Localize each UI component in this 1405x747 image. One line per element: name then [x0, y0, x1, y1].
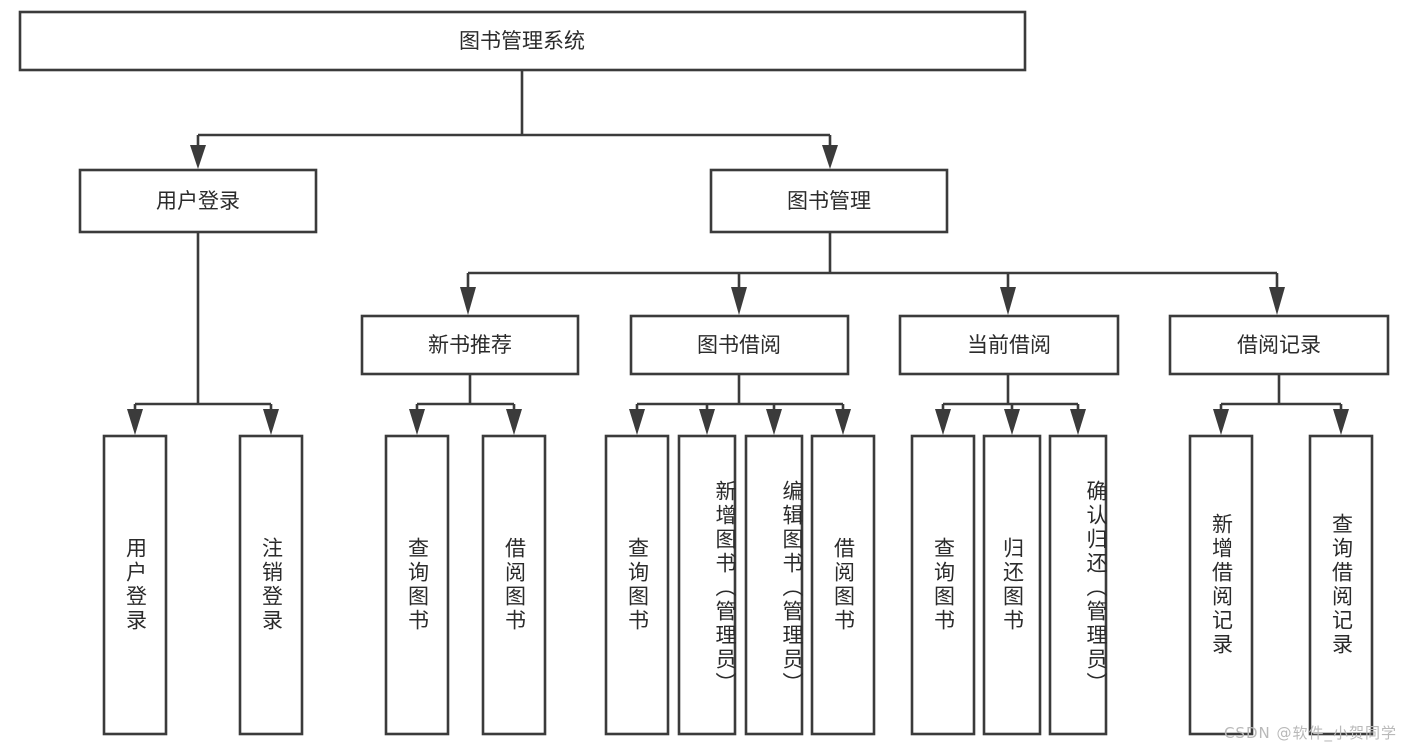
leaf-user-logout-box[interactable]	[238, 434, 304, 736]
node-borrow-record[interactable]: 借阅记录	[1168, 314, 1390, 376]
node-current-borrow-label: 当前借阅	[967, 333, 1051, 357]
leaf-cur-query-book-box[interactable]	[910, 434, 976, 736]
arrow-head-leaf-cur-confirm-return	[1070, 409, 1086, 435]
node-user-login[interactable]: 用户登录	[78, 168, 318, 234]
connector-group-new-book-rec	[409, 374, 522, 435]
connector-group-user-login	[127, 232, 279, 435]
node-book-manage-label: 图书管理	[787, 189, 871, 213]
arrow-head-leaf-user-logout	[263, 409, 279, 435]
arrow-head-leaf-rec-query-record	[1333, 409, 1349, 435]
leaf-rec-add-record-box[interactable]	[1188, 434, 1254, 736]
connector-group-current-borrow	[935, 374, 1086, 435]
leaf-borrow-lend-book-box[interactable]	[810, 434, 876, 736]
node-root-box[interactable]	[18, 10, 1027, 72]
node-current-borrow[interactable]: 当前借阅	[898, 314, 1120, 376]
arrow-head-leaf-rec-query-book	[409, 409, 425, 435]
leaf-cur-return-book-box[interactable]	[982, 434, 1042, 736]
leaf-borrow-edit-book-box[interactable]	[744, 434, 804, 736]
leaf-rec-query-record-box[interactable]	[1308, 434, 1374, 736]
leaf-rec-borrow-book-box[interactable]	[481, 434, 547, 736]
leaf-user-login-box[interactable]	[102, 434, 168, 736]
arrow-head-leaf-borrow-add-book	[699, 409, 715, 435]
connector-group-root	[190, 70, 838, 169]
node-book-borrow-box[interactable]	[629, 314, 850, 376]
arrow-head-leaf-cur-query-book	[935, 409, 951, 435]
arrow-head-book-borrow	[731, 287, 747, 315]
arrow-head-leaf-borrow-edit-book	[766, 409, 782, 435]
node-borrow-record-label: 借阅记录	[1237, 333, 1321, 357]
connector-group-borrow-record	[1213, 374, 1349, 435]
leaf-cur-confirm-return-box[interactable]	[1048, 434, 1108, 736]
node-new-book-rec[interactable]: 新书推荐	[360, 314, 580, 376]
leaf-boxes	[102, 434, 1374, 736]
node-book-borrow-label: 图书借阅	[697, 333, 781, 357]
node-user-login-label: 用户登录	[156, 189, 240, 213]
leaf-borrow-query-book-box[interactable]	[604, 434, 670, 736]
arrow-head-leaf-borrow-lend-book	[835, 409, 851, 435]
node-user-login-box[interactable]	[78, 168, 318, 234]
node-book-manage[interactable]: 图书管理	[709, 168, 949, 234]
arrow-head-new-book-rec	[460, 287, 476, 315]
arrow-head-leaf-rec-borrow-book	[506, 409, 522, 435]
node-new-book-rec-box[interactable]	[360, 314, 580, 376]
node-current-borrow-box[interactable]	[898, 314, 1120, 376]
node-book-manage-box[interactable]	[709, 168, 949, 234]
node-root[interactable]: 图书管理系统	[18, 10, 1027, 72]
arrow-head-current-borrow	[1000, 287, 1016, 315]
node-new-book-rec-label: 新书推荐	[428, 333, 512, 357]
arrow-head-leaf-cur-return-book	[1004, 409, 1020, 435]
arrow-head-leaf-rec-add-record	[1213, 409, 1229, 435]
node-borrow-record-box[interactable]	[1168, 314, 1390, 376]
arrow-head-user-login	[190, 145, 206, 169]
node-book-borrow[interactable]: 图书借阅	[629, 314, 850, 376]
node-root-label: 图书管理系统	[459, 29, 585, 53]
leaf-rec-query-book-box[interactable]	[384, 434, 450, 736]
arrow-head-leaf-user-login	[127, 409, 143, 435]
leaf-borrow-add-book-box[interactable]	[677, 434, 737, 736]
connector-group-book-borrow	[629, 374, 851, 435]
arrow-head-book-manage	[822, 145, 838, 169]
csdn-watermark: CSDN @软件_小贺同学	[1223, 724, 1397, 742]
arrow-head-borrow-record	[1269, 287, 1285, 315]
arrow-head-leaf-borrow-query-book	[629, 409, 645, 435]
connector-group-book-manage	[460, 232, 1285, 315]
